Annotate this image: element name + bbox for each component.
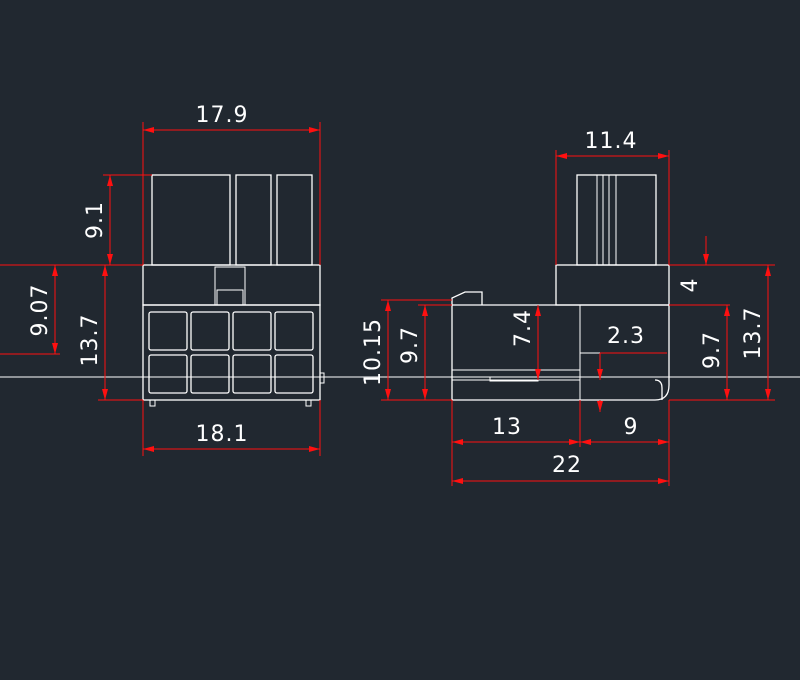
front-latch-wide — [151, 174, 231, 266]
cavity — [232, 311, 272, 351]
cavity — [190, 311, 230, 351]
dim-step-height: 4 — [669, 236, 775, 306]
cavity — [190, 354, 230, 394]
dim-left-inner-label: 9.7 — [398, 326, 423, 364]
dim-body-height: 13.7 — [78, 265, 143, 401]
dim-right-inner-label: 9.7 — [700, 331, 725, 369]
dim-latch-height: 9.1 — [83, 174, 152, 266]
dim-latch-width-label: 11.4 — [585, 129, 638, 154]
dim-cavity-height-label: 7.4 — [511, 309, 536, 347]
front-latch-slot — [214, 266, 246, 306]
cavity — [148, 354, 188, 394]
dim-length-front-label: 13 — [492, 415, 522, 440]
side-upper-block — [555, 264, 670, 306]
front-side-bump — [319, 372, 325, 384]
front-latch-right — [276, 174, 313, 266]
side-rear-hook — [654, 379, 663, 400]
dim-total-length-label: 22 — [552, 453, 582, 478]
dim-step-height-label: 4 — [678, 278, 703, 293]
front-latch-mid — [235, 174, 272, 266]
front-upper-housing — [142, 264, 321, 306]
front-cavities — [148, 311, 314, 394]
front-pin-left — [149, 399, 156, 407]
front-lower-housing — [142, 304, 321, 401]
dim-total-length: 22 — [452, 453, 669, 484]
dim-terminal-offset-label: 2.3 — [607, 324, 645, 349]
dim-right-outer: 13.7 — [669, 265, 775, 401]
dim-top-width-label: 17.9 — [196, 103, 249, 128]
dim-cavity-height: 7.4 — [511, 305, 541, 380]
side-front-lip — [451, 291, 483, 305]
dim-latch-width: 11.4 — [555, 129, 670, 265]
dim-latch-height-label: 9.1 — [83, 201, 108, 239]
dim-terminal-offset: 2.3 — [597, 324, 667, 380]
dim-length-rear-label: 9 — [624, 415, 639, 440]
dim-right-outer-label: 13.7 — [741, 307, 766, 360]
cavity — [274, 354, 314, 394]
dim-bottom-width: 18.1 — [142, 400, 321, 456]
front-view: 17.9 18.1 9.1 13.7 — [0, 103, 325, 456]
front-pin-right — [305, 399, 312, 407]
dim-left-outer-label: 10.15 — [361, 318, 386, 386]
dim-pin-height-label: 9.07 — [28, 284, 53, 337]
dim-body-height-label: 13.7 — [78, 314, 103, 367]
dim-lengths: 13 9 — [451, 400, 670, 486]
cavity — [148, 311, 188, 351]
front-latch-key — [216, 289, 244, 306]
cavity — [274, 311, 314, 351]
side-main-body — [451, 304, 670, 401]
dim-bottom-width-label: 18.1 — [196, 422, 249, 447]
dim-pin-height: 9.07 — [0, 264, 103, 355]
dim-top-width: 17.9 — [142, 103, 321, 265]
dim-left-outer: 10.15 — [361, 299, 452, 401]
dim-left-inner: 9.7 — [398, 304, 452, 401]
cavity — [232, 354, 272, 394]
dim-right-inner: 9.7 — [700, 305, 730, 400]
side-view: 11.4 4 13.7 9.7 — [361, 129, 775, 486]
